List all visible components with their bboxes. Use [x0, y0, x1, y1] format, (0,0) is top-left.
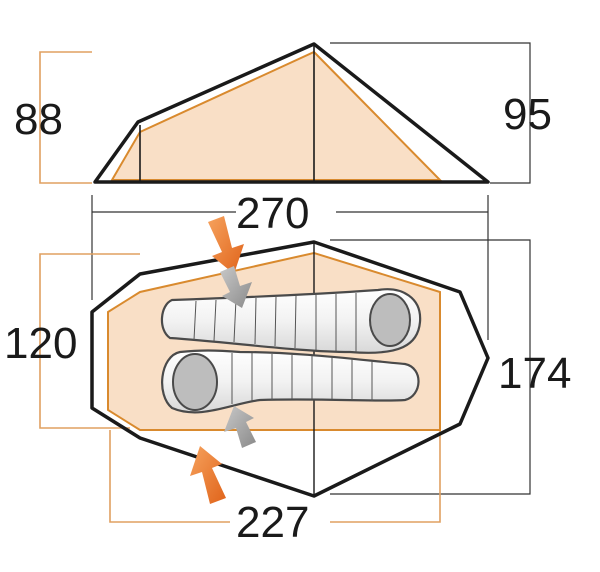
outer-width-label: 174	[498, 349, 571, 398]
side-inner-tent	[110, 50, 443, 181]
total-length-dimension: 270	[91, 189, 489, 340]
inner-length-dimension-line	[109, 430, 230, 523]
width-label: 120	[4, 319, 77, 368]
side-outer-fly	[93, 42, 490, 184]
sleeping-bag-hood	[172, 353, 218, 411]
peak-height-label: 95	[503, 90, 552, 139]
arrow-icon	[208, 216, 244, 274]
arrow-icon	[190, 446, 226, 504]
sleeping-bag-icon	[161, 349, 420, 414]
rear-height-label: 88	[14, 95, 63, 144]
arrow-icon	[224, 406, 256, 448]
floor-plan: 120 174 227	[4, 216, 571, 547]
sleeping-bag-icon	[160, 288, 422, 354]
side-view: 88 95	[14, 42, 552, 184]
width-dimension-line	[39, 253, 140, 429]
outer-width-dimension-line	[330, 239, 531, 495]
peak-height-dimension-line	[330, 42, 531, 184]
rear-height-dimension-line	[39, 51, 92, 184]
arrow-icon	[220, 266, 252, 308]
inner-length-label: 227	[236, 498, 309, 547]
total-length-label: 270	[236, 189, 309, 238]
sleeping-bag-hood	[369, 293, 411, 347]
inner-length-dimension-line-right	[330, 430, 441, 523]
